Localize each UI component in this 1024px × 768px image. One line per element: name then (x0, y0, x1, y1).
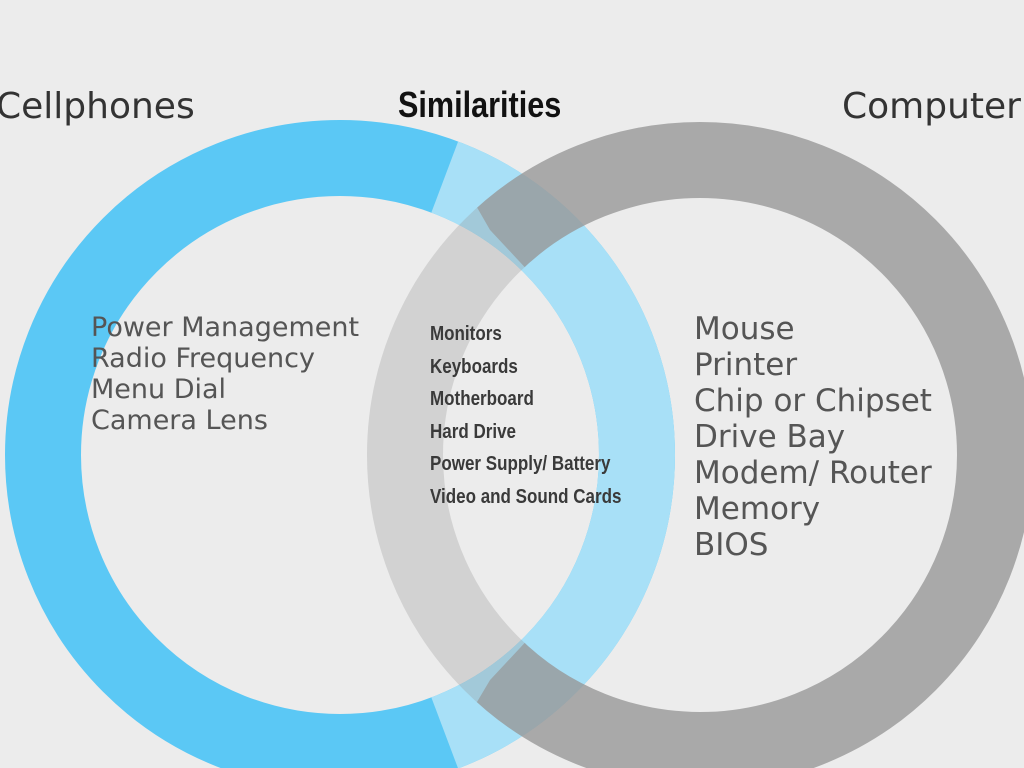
list-item: Power Supply/ Battery (430, 453, 611, 475)
list-item: Video and Sound Cards (430, 485, 622, 508)
cellphones-label: Cellphones (0, 86, 195, 127)
list-item: Radio Frequency (91, 343, 315, 374)
list-item: Keyboards (430, 355, 518, 378)
list-item: Monitors (430, 323, 502, 345)
list-item: Memory (694, 491, 821, 527)
list-item: Drive Bay (694, 419, 846, 455)
similarities-label: Similarities (398, 84, 562, 125)
cellphones-ring-inner-segment (340, 120, 675, 768)
list-item: Camera Lens (91, 405, 268, 436)
computer-list: Mouse Printer Chip or Chipset Drive Bay … (694, 311, 932, 563)
list-item: Modem/ Router (694, 455, 932, 491)
cellphones-list: Power Management Radio Frequency Menu Di… (91, 312, 359, 436)
similarities-list: Monitors Keyboards Motherboard Hard Driv… (430, 318, 655, 513)
list-item: Hard Drive (430, 420, 516, 443)
list-item: Power Management (91, 312, 360, 343)
list-item: Menu Dial (91, 374, 227, 405)
list-item: Motherboard (430, 388, 534, 410)
computer-ring-inner-segment (367, 122, 700, 768)
list-item: BIOS (694, 527, 769, 563)
computer-label: Computer (842, 86, 1021, 127)
list-item: Mouse (694, 311, 795, 347)
list-item: Chip or Chipset (694, 383, 932, 419)
list-item: Printer (694, 347, 798, 383)
